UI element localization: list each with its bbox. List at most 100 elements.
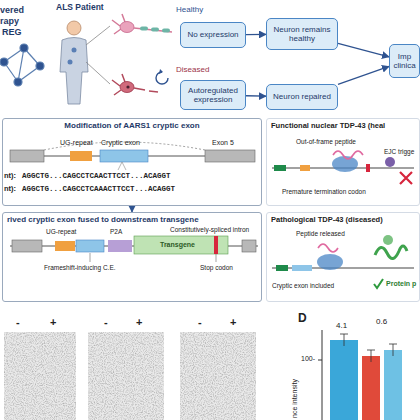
text-label: - xyxy=(198,316,202,328)
text-label: + xyxy=(230,316,236,328)
exon-segment xyxy=(276,265,288,271)
network-icon xyxy=(0,44,44,86)
text-label: Healthy xyxy=(176,6,203,15)
process-box: Neuron repaired xyxy=(266,84,338,110)
neuron-soma xyxy=(120,22,134,33)
zoom-line xyxy=(118,162,126,170)
error-bar xyxy=(340,334,348,346)
node-text: Autoregulated expression xyxy=(183,86,243,104)
exon-segment xyxy=(274,165,286,171)
text-label: Diseased xyxy=(176,66,209,75)
gel-noise xyxy=(180,332,256,420)
axon xyxy=(134,88,158,92)
node-text: Neuron repaired xyxy=(273,92,331,101)
bar xyxy=(384,350,402,420)
panel-box: rived cryptic exon fused to downstream t… xyxy=(2,212,262,302)
gel-images xyxy=(4,332,256,420)
node-text: rived cryptic exon fused to downstream t… xyxy=(7,215,257,224)
node-text: Functional nuclear TDP-43 (heal xyxy=(271,121,415,130)
text-label: Out-of-frame peptide xyxy=(296,138,356,145)
network-line xyxy=(18,48,24,82)
node-text: Imp clinica xyxy=(392,52,417,70)
ejc-complex xyxy=(385,157,395,167)
healthy-neuron xyxy=(112,14,172,34)
text-label: UG-repeat xyxy=(60,139,93,147)
text-label: UG-repeat xyxy=(46,228,76,235)
axis-tick xyxy=(318,360,322,361)
flow-arrow xyxy=(338,43,389,56)
text-label: Protein p xyxy=(386,280,416,288)
text-label: 100- xyxy=(301,355,315,363)
node-text: Pathological TDP-43 (diseased) xyxy=(271,215,415,224)
myelin xyxy=(162,29,170,33)
ribosome xyxy=(317,254,343,270)
text-label: Cryptic exon included xyxy=(272,282,334,289)
text-label: ALS Patient xyxy=(56,3,104,12)
text-label: REG xyxy=(2,28,22,38)
peptide xyxy=(333,151,363,159)
myelin xyxy=(140,27,148,31)
neuron-soma xyxy=(120,82,134,93)
patient-figure xyxy=(60,21,110,104)
ug-segment xyxy=(300,165,310,171)
text-label: D xyxy=(298,312,307,325)
exon-box xyxy=(205,150,255,162)
construct-schematic xyxy=(10,236,258,262)
patient-spot xyxy=(72,48,77,53)
ug-repeat xyxy=(70,151,92,161)
gel-noise xyxy=(88,332,164,420)
flow-arrow xyxy=(246,95,266,97)
text-label: + xyxy=(136,316,142,328)
text-label: Premature termination codon xyxy=(282,188,366,195)
cross-mark xyxy=(400,172,412,184)
text-label: 0.6 xyxy=(376,318,387,327)
node-text: No expression xyxy=(187,30,238,39)
leader-line xyxy=(86,62,110,84)
loop-head xyxy=(159,69,163,74)
stop-codon xyxy=(214,236,218,254)
aggregate xyxy=(126,85,129,88)
bar-chart xyxy=(318,330,402,420)
text-label: nce intensity xyxy=(291,379,299,418)
text-label: Constitutively-spliced intron xyxy=(170,226,249,233)
stop-codon xyxy=(366,164,370,172)
patient-body xyxy=(60,38,88,105)
flow-arrow xyxy=(246,34,266,36)
check-mark xyxy=(374,279,383,288)
node-text: Neuron remains healthy xyxy=(269,25,335,43)
protein-blob xyxy=(375,246,407,259)
cryptic-exon xyxy=(100,150,148,162)
text-label: Frameshift-inducing C.E. xyxy=(44,264,116,271)
exon-box xyxy=(12,240,42,252)
patient-spot xyxy=(68,60,73,65)
axon xyxy=(134,28,172,32)
autoregulation-loop xyxy=(156,72,168,84)
leader-line xyxy=(86,26,110,45)
network-node xyxy=(0,58,8,66)
node-text: Modification of AARS1 cryptic exon xyxy=(7,121,257,130)
text-label: Transgene xyxy=(160,241,195,249)
y-axis xyxy=(322,330,323,420)
text-label: AGGCTG...CAGCCTCAAACTTCCT...ACAGGT xyxy=(22,185,175,193)
exon-box xyxy=(10,150,44,162)
text-label: Peptide released xyxy=(296,230,345,237)
text-label: Stop codon xyxy=(200,264,233,271)
process-box: Neuron remains healthy xyxy=(266,18,338,50)
gel-noise xyxy=(4,332,76,420)
text-label: nt): xyxy=(4,185,16,193)
process-box: Autoregulated expression xyxy=(180,80,246,110)
functional-panel-art xyxy=(272,151,414,184)
text-label: vered xyxy=(0,6,24,16)
error-bar xyxy=(367,350,375,362)
gel-panel xyxy=(180,332,256,420)
text-label: Exon 5 xyxy=(212,139,234,147)
text-label: rapy xyxy=(0,17,19,27)
flow-arrow xyxy=(338,66,389,84)
protein-blob xyxy=(383,235,393,245)
text-label: 4.1 xyxy=(336,322,347,331)
text-label: nt): xyxy=(4,172,16,180)
text-label: + xyxy=(50,316,56,328)
ug-repeat xyxy=(55,241,75,251)
